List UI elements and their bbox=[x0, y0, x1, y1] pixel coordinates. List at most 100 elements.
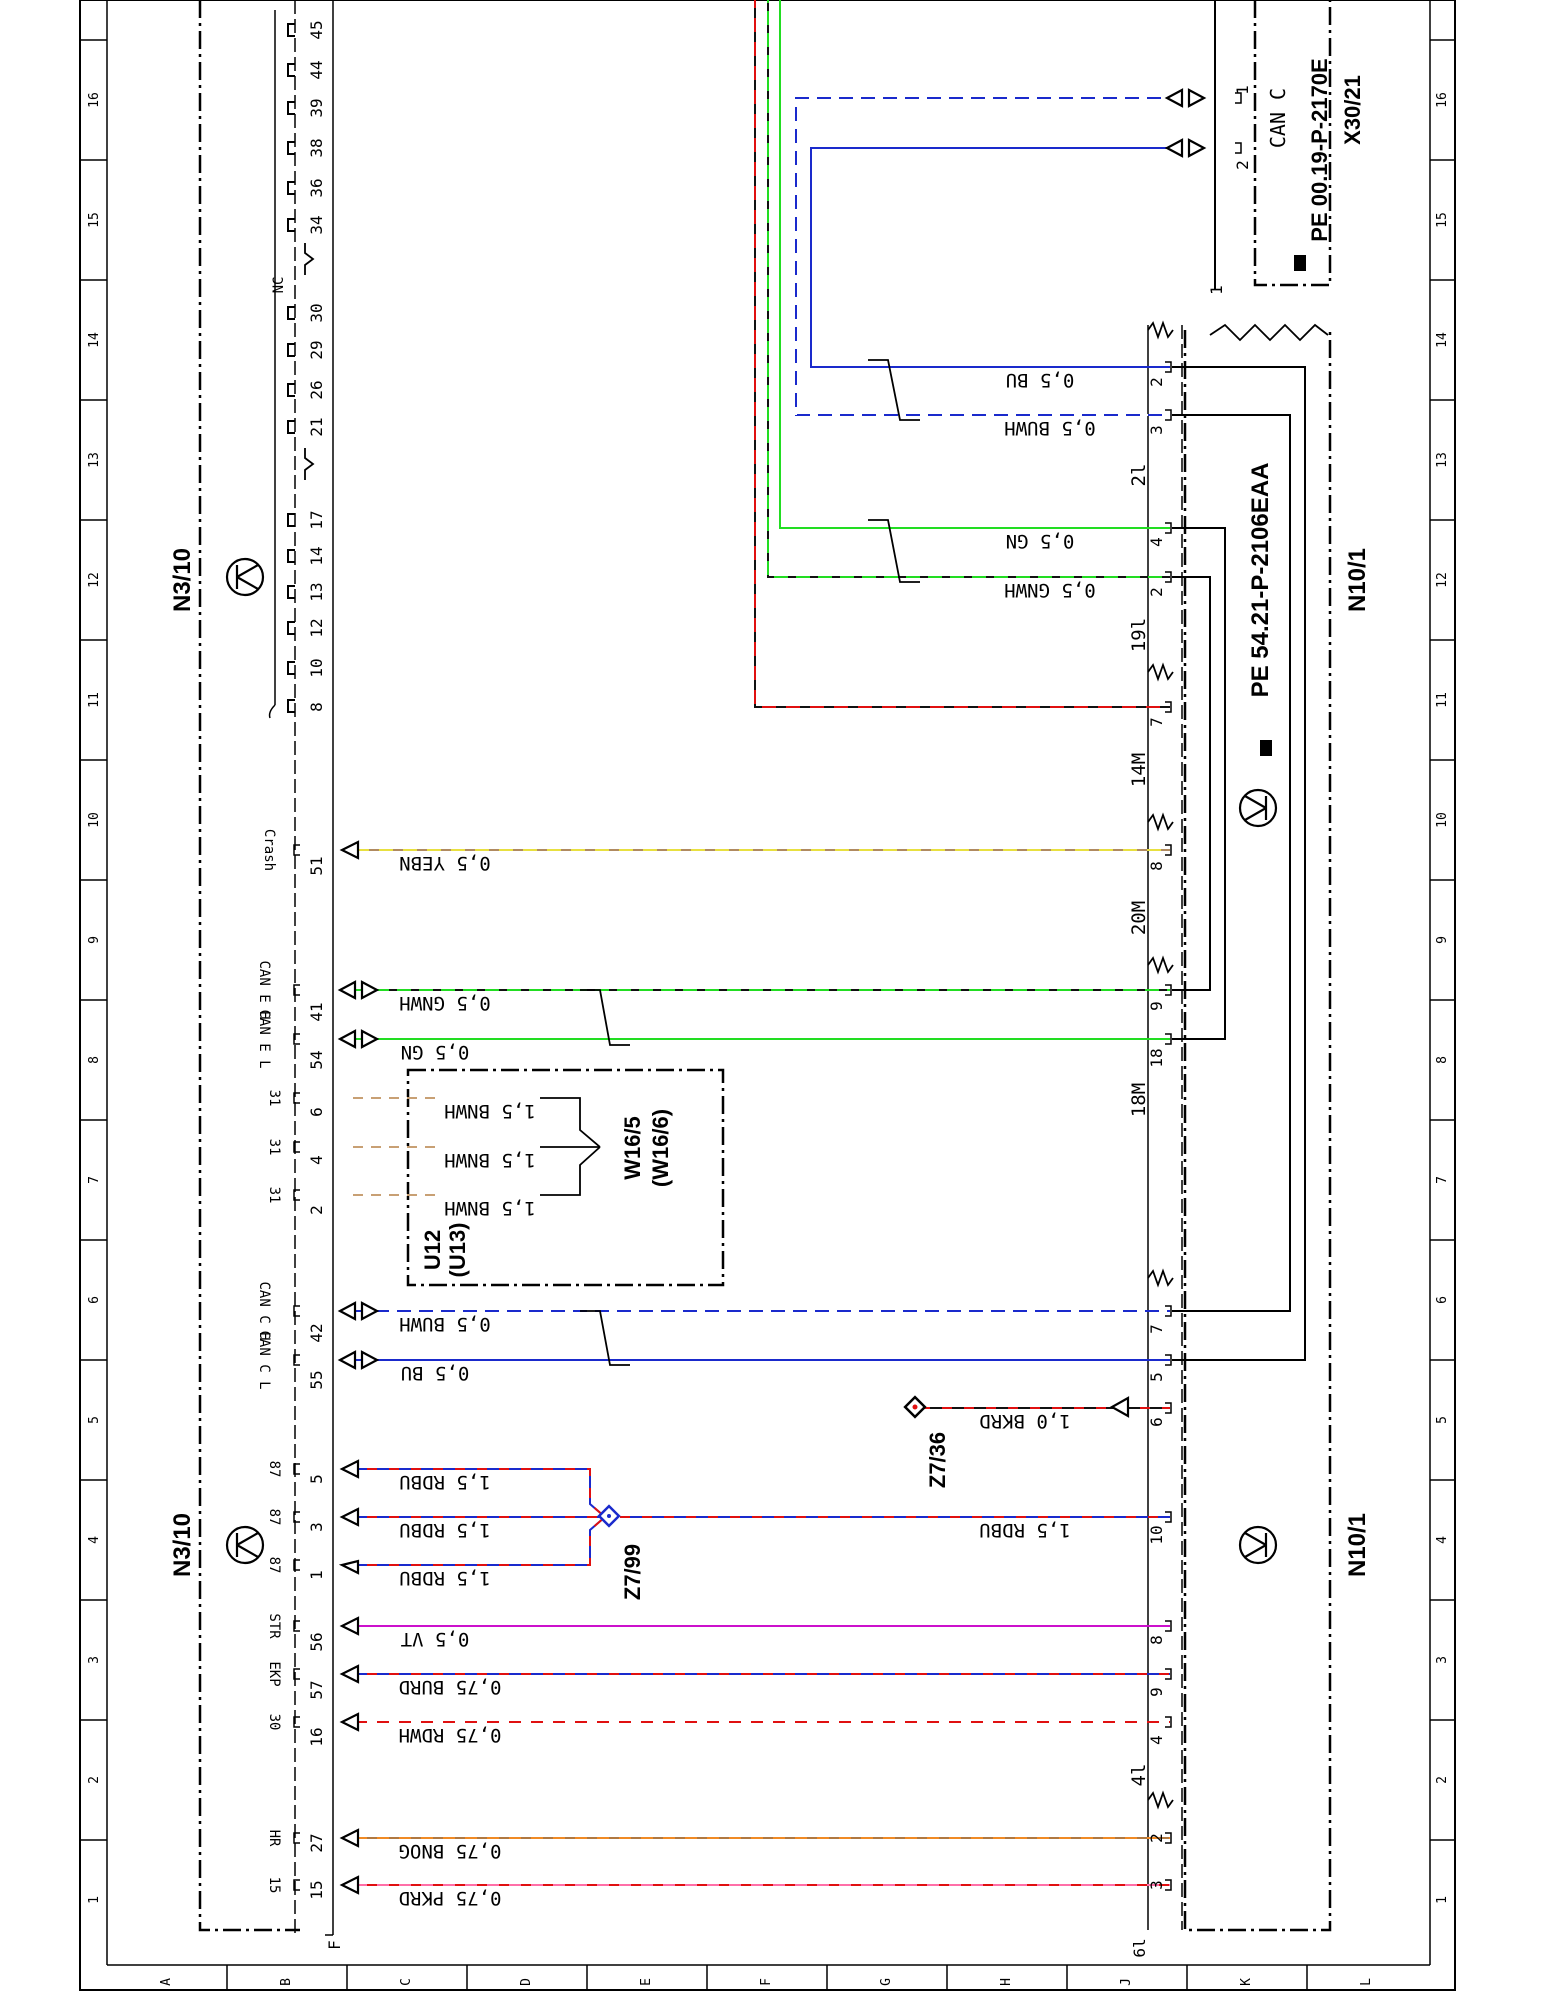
wire-label-bu-top: 0,5 BU bbox=[1006, 369, 1075, 391]
wire-label-rdbu-1: 1,5 RDBU bbox=[399, 1567, 491, 1589]
bus-break-marks bbox=[304, 243, 315, 480]
wire-label-bu-c: 0,5 BU bbox=[401, 1362, 470, 1384]
wire-top-gn bbox=[779, 0, 1170, 529]
right-pin-numbers: 3 2 4 9 8 10 6 5 7 18 9 8 7 2 4 3 2 1 2 … bbox=[1147, 85, 1252, 1890]
rpin-4: 4 bbox=[1147, 1735, 1166, 1745]
grid-letter-g: G bbox=[879, 1978, 894, 1986]
rpin-5: 5 bbox=[1147, 1372, 1166, 1382]
grid-num-2: 2 bbox=[87, 1776, 102, 1784]
wire-label-bnwh-6: 1,5 BNWH bbox=[444, 1100, 536, 1122]
bus-pin-36: 36 bbox=[307, 178, 326, 197]
pin-27: 27 bbox=[307, 1833, 326, 1852]
grid-num-15-r: 15 bbox=[1435, 212, 1450, 228]
pin-54: 54 bbox=[307, 1050, 326, 1069]
z7-36-label: Z7/36 bbox=[925, 1432, 950, 1488]
grid-letter-j: J bbox=[1119, 1978, 1134, 1986]
pin-3: 3 bbox=[307, 1522, 326, 1532]
grid-num-11: 11 bbox=[87, 692, 102, 708]
grid-num-13: 13 bbox=[87, 452, 102, 468]
rpin-8: 8 bbox=[1147, 1635, 1166, 1645]
wire-label-rdbu-5: 1,5 RDBU bbox=[399, 1471, 491, 1493]
pin-15: 15 bbox=[307, 1880, 326, 1899]
x30-pin-2: 2 bbox=[1233, 160, 1252, 170]
module-labels: N3/10 N3/10 N10/1 N10/1 X30/21 PE 00.19-… bbox=[169, 58, 1371, 1957]
u12-outline bbox=[406, 1068, 725, 1287]
f-label: F bbox=[325, 1940, 344, 1950]
grid-num-16: 16 bbox=[87, 92, 102, 108]
sig-crash: Crash bbox=[261, 829, 277, 871]
conn-4l: 4l bbox=[1128, 1764, 1150, 1787]
grid-num-6: 6 bbox=[87, 1296, 102, 1304]
grid-num-3-r: 3 bbox=[1435, 1656, 1450, 1664]
grid-num-16-r: 16 bbox=[1435, 92, 1450, 108]
rpin-8b: 8 bbox=[1147, 861, 1166, 871]
grid-num-4-r: 4 bbox=[1435, 1536, 1450, 1544]
sig-30: 30 bbox=[266, 1714, 282, 1731]
sig-87-c: 87 bbox=[266, 1461, 282, 1478]
splice-z7-99 bbox=[597, 1504, 621, 1528]
wire-label-bkrd: 1,0 BKRD bbox=[979, 1410, 1071, 1432]
grid-num-10: 10 bbox=[87, 812, 102, 828]
wire-label-bnog: 0,75 BNOG bbox=[399, 1840, 502, 1862]
wire-label-rdbu-10: 1,5 RDBU bbox=[979, 1519, 1071, 1541]
n10-internal-links bbox=[1172, 0, 1306, 1361]
n10-1-connector bbox=[1147, 325, 1183, 1930]
rpin-2top: 2 bbox=[1147, 587, 1166, 597]
bus-pin-38: 38 bbox=[307, 138, 326, 157]
wires bbox=[345, 0, 1170, 1886]
conn-19l: 19l bbox=[1128, 618, 1150, 652]
wire-label-buwh-top: 0,5 BUWH bbox=[1004, 417, 1096, 439]
sig-can-e-h: CAN E H bbox=[256, 960, 272, 1019]
x30-pin-1b: 1 bbox=[1207, 285, 1226, 295]
x30-21-can: CAN C bbox=[1266, 88, 1290, 148]
sig-can-e-l: CAN E L bbox=[256, 1009, 272, 1068]
n10-1-label-top: N10/1 bbox=[1344, 548, 1371, 612]
sig-can-c-l: CAN C L bbox=[256, 1330, 272, 1389]
grid-num-9: 9 bbox=[87, 936, 102, 944]
grid-number-labels: 1 2 3 4 5 6 7 8 9 10 11 12 13 14 15 16 1… bbox=[87, 92, 1450, 1904]
conn-14m: 14M bbox=[1128, 753, 1150, 787]
sig-31-c: 31 bbox=[266, 1090, 282, 1107]
sig-15: 15 bbox=[266, 1877, 282, 1894]
grid-num-14-r: 14 bbox=[1435, 332, 1450, 348]
grid-num-2-r: 2 bbox=[1435, 1776, 1450, 1784]
ground-merge bbox=[540, 1097, 601, 1196]
splice-z7-36 bbox=[903, 1395, 927, 1419]
bus-pin-17: 17 bbox=[307, 510, 326, 529]
sig-can-c-h: CAN C H bbox=[256, 1281, 272, 1340]
wire-label-gnwh-e: 0,5 GNWH bbox=[399, 992, 491, 1014]
sig-31-b: 31 bbox=[266, 1139, 282, 1156]
grid-num-5-r: 5 bbox=[1435, 1416, 1450, 1424]
w16-6-label: (W16/6) bbox=[648, 1109, 673, 1187]
rpin-7top: 7 bbox=[1147, 717, 1166, 727]
n3-10-outline bbox=[198, 0, 300, 1932]
grid-num-3: 3 bbox=[87, 1656, 102, 1664]
n10-1-outline bbox=[1183, 330, 1332, 1932]
n10-1-ref: PE 54.21-P-2106EAA bbox=[1247, 463, 1274, 698]
pin-42: 42 bbox=[307, 1323, 326, 1342]
grid-num-6-r: 6 bbox=[1435, 1296, 1450, 1304]
bus-pin-44: 44 bbox=[307, 60, 326, 79]
bus-pin-ticks bbox=[287, 23, 295, 713]
grid-num-1-r: 1 bbox=[1435, 1896, 1450, 1904]
wire-top-gnwh bbox=[767, 0, 1170, 578]
conn-20m: 20M bbox=[1128, 901, 1150, 935]
grid-num-12: 12 bbox=[87, 572, 102, 588]
rpin-3: 3 bbox=[1147, 1880, 1166, 1890]
pin-56: 56 bbox=[307, 1632, 326, 1651]
w16-5-label: W16/5 bbox=[620, 1116, 645, 1180]
reference-book-icon bbox=[1260, 255, 1306, 756]
x30-21-label: X30/21 bbox=[1340, 75, 1365, 145]
n3-10-label-bottom: N3/10 bbox=[169, 1513, 196, 1577]
wire-label-gn-e: 0,5 GN bbox=[401, 1041, 470, 1063]
wire-label-gnwh-top: 0,5 GNWH bbox=[1004, 579, 1096, 601]
pin-4: 4 bbox=[307, 1155, 326, 1165]
grid-num-7: 7 bbox=[87, 1176, 102, 1184]
grid-num-7-r: 7 bbox=[1435, 1176, 1450, 1184]
grid-num-15: 15 bbox=[87, 212, 102, 228]
x30-21-ref: PE 00.19-P-2170E bbox=[1307, 58, 1332, 241]
bus-pin-29: 29 bbox=[307, 340, 326, 359]
wire-label-gn-top: 0,5 GN bbox=[1006, 530, 1075, 552]
rpin-10: 10 bbox=[1147, 1525, 1166, 1544]
right-connector-labels: 4l 18M 20M 14M 19l 2l bbox=[1128, 464, 1150, 1787]
